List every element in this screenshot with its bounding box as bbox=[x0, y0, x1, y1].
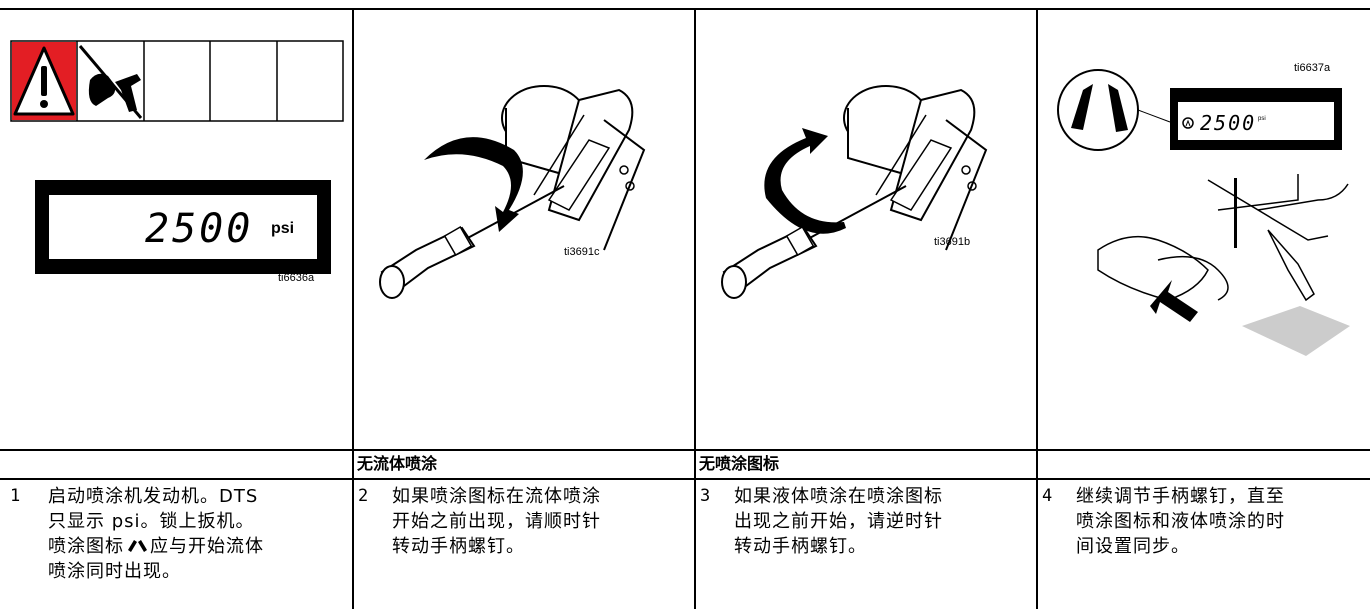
panel-2-figure: ti3691c bbox=[354, 10, 694, 448]
spray-icon-callout bbox=[1057, 69, 1350, 356]
column-divider-2 bbox=[694, 8, 696, 609]
lcd-display-unit: psi bbox=[1258, 116, 1266, 122]
spray-gun-clockwise-illustration bbox=[379, 85, 646, 299]
panel-1-figure: 2500 psi ti6636a bbox=[0, 10, 352, 448]
lcd-display-value: 2500 bbox=[145, 206, 254, 252]
spray-icon bbox=[124, 536, 150, 561]
figure-label: ti6636a bbox=[278, 272, 315, 284]
table-header-rule bbox=[0, 449, 1370, 451]
column-header-no-fluid-spray: 无流体喷涂 bbox=[357, 454, 438, 473]
step-number: 4 bbox=[1042, 486, 1053, 506]
panel-3-figure: ti3691b bbox=[696, 10, 1036, 448]
table-text-rule bbox=[0, 478, 1370, 480]
step-text: 如果喷涂图标在流体喷涂 开始之前出现，请顺时针 转动手柄螺钉。 bbox=[392, 486, 601, 557]
step-number: 3 bbox=[700, 486, 711, 506]
step-number: 1 bbox=[10, 486, 21, 506]
spray-gun-counterclockwise-illustration bbox=[721, 85, 988, 299]
warning-label-strip bbox=[10, 40, 344, 274]
column-divider-3 bbox=[1036, 8, 1038, 609]
lcd-display-value: 2500 bbox=[1200, 111, 1257, 135]
panel-4-figure: ti6637a 2500 psi bbox=[1038, 10, 1370, 448]
lcd-display-unit: psi bbox=[271, 220, 295, 237]
column-header-no-spray-icon: 无喷涂图标 bbox=[699, 454, 780, 473]
step-text: 继续调节手柄螺钉，直至 喷涂图标和液体喷涂的时 间设置同步。 bbox=[1076, 486, 1285, 557]
figure-label: ti3691b bbox=[934, 236, 971, 248]
figure-label: ti3691c bbox=[564, 246, 600, 258]
step-text: 启动喷涂机发动机。DTS 只显示 psi。锁上扳机。 喷涂图标应与开始流体 喷涂… bbox=[48, 486, 264, 582]
step-number: 2 bbox=[358, 486, 369, 506]
table-top-rule bbox=[0, 8, 1370, 10]
column-divider-1 bbox=[352, 8, 354, 609]
step-text: 如果液体喷涂在喷涂图标 出现之前开始，请逆时针 转动手柄螺钉。 bbox=[734, 486, 943, 557]
figure-label: ti6637a bbox=[1294, 62, 1331, 74]
